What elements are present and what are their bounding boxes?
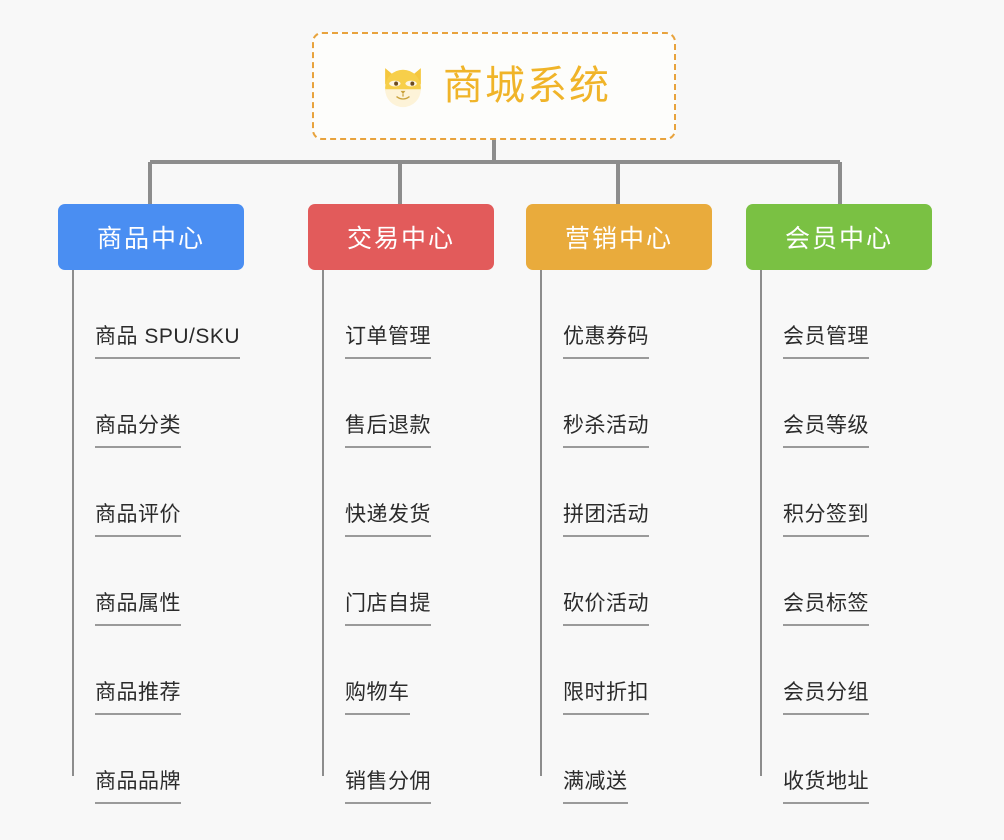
leaf-label: 售后退款 (345, 415, 431, 448)
leaf-list-1: 订单管理 售后退款 快递发货 门店自提 购物车 销售分佣 (308, 270, 494, 804)
leaf-item[interactable]: 会员等级 (761, 359, 932, 448)
branch-label: 营销中心 (564, 225, 673, 253)
root-title: 商城系统 (443, 64, 611, 108)
leaf-item[interactable]: 商品属性 (73, 537, 244, 626)
leaf-label: 商品推荐 (95, 682, 181, 715)
leaf-spine (760, 270, 762, 776)
leaf-item[interactable]: 会员分组 (761, 626, 932, 715)
leaf-label: 优惠券码 (563, 326, 649, 359)
leaf-label: 快递发货 (345, 504, 431, 537)
leaf-spine (322, 270, 324, 776)
leaf-label: 会员管理 (783, 326, 869, 359)
leaf-label: 购物车 (345, 682, 410, 715)
leaf-item[interactable]: 优惠券码 (541, 270, 712, 359)
leaf-label: 砍价活动 (563, 593, 649, 626)
leaf-item[interactable]: 快递发货 (323, 448, 494, 537)
leaf-item[interactable]: 商品品牌 (73, 715, 244, 804)
leaf-item[interactable]: 订单管理 (323, 270, 494, 359)
leaf-item[interactable]: 收货地址 (761, 715, 932, 804)
leaf-label: 商品 SPU/SKU (95, 326, 241, 359)
leaf-label: 限时折扣 (563, 682, 649, 715)
leaf-list-2: 优惠券码 秒杀活动 拼团活动 砍价活动 限时折扣 满减送 (526, 270, 712, 804)
leaf-item[interactable]: 购物车 (323, 626, 494, 715)
leaf-item[interactable]: 售后退款 (323, 359, 494, 448)
leaf-spine (72, 270, 74, 776)
leaf-item[interactable]: 拼团活动 (541, 448, 712, 537)
leaf-list-0: 商品 SPU/SKU 商品分类 商品评价 商品属性 商品推荐 商品品牌 (58, 270, 244, 804)
leaf-label: 拼团活动 (563, 504, 649, 537)
leaf-label: 收货地址 (783, 771, 869, 804)
leaf-item[interactable]: 砍价活动 (541, 537, 712, 626)
leaf-label: 会员分组 (783, 682, 869, 715)
branch-label: 商品中心 (96, 225, 205, 253)
branch-label: 会员中心 (784, 225, 893, 253)
leaf-label: 商品属性 (95, 593, 181, 626)
leaf-label: 会员等级 (783, 415, 869, 448)
leaf-item[interactable]: 会员标签 (761, 537, 932, 626)
branch-column-0: 商品中心 商品 SPU/SKU 商品分类 商品评价 商品属性 商品推荐 商品品牌 (58, 204, 244, 804)
leaf-item[interactable]: 门店自提 (323, 537, 494, 626)
branch-header-0[interactable]: 商品中心 (58, 204, 244, 270)
leaf-item[interactable]: 销售分佣 (323, 715, 494, 804)
leaf-item[interactable]: 限时折扣 (541, 626, 712, 715)
leaf-list-3: 会员管理 会员等级 积分签到 会员标签 会员分组 收货地址 (746, 270, 932, 804)
leaf-item[interactable]: 秒杀活动 (541, 359, 712, 448)
branch-header-1[interactable]: 交易中心 (308, 204, 494, 270)
leaf-spine (540, 270, 542, 776)
leaf-label: 积分签到 (783, 504, 869, 537)
branch-header-2[interactable]: 营销中心 (526, 204, 712, 270)
branch-header-3[interactable]: 会员中心 (746, 204, 932, 270)
shiba-dog-icon (385, 68, 421, 108)
leaf-item[interactable]: 商品 SPU/SKU (73, 270, 244, 359)
leaf-item[interactable]: 商品分类 (73, 359, 244, 448)
root-node[interactable]: 商城系统 (312, 32, 676, 140)
branch-column-3: 会员中心 会员管理 会员等级 积分签到 会员标签 会员分组 收货地址 (746, 204, 932, 804)
leaf-item[interactable]: 会员管理 (761, 270, 932, 359)
leaf-label: 商品分类 (95, 415, 181, 448)
branch-column-2: 营销中心 优惠券码 秒杀活动 拼团活动 砍价活动 限时折扣 满减送 (526, 204, 712, 804)
leaf-label: 销售分佣 (345, 771, 431, 804)
leaf-item[interactable]: 积分签到 (761, 448, 932, 537)
leaf-label: 满减送 (563, 771, 628, 804)
leaf-label: 商品品牌 (95, 771, 181, 804)
leaf-label: 秒杀活动 (563, 415, 649, 448)
leaf-label: 商品评价 (95, 504, 181, 537)
branch-label: 交易中心 (346, 225, 455, 253)
leaf-item[interactable]: 商品推荐 (73, 626, 244, 715)
leaf-label: 订单管理 (345, 326, 431, 359)
leaf-label: 会员标签 (783, 593, 869, 626)
leaf-label: 门店自提 (345, 593, 431, 626)
leaf-item[interactable]: 满减送 (541, 715, 712, 804)
leaf-item[interactable]: 商品评价 (73, 448, 244, 537)
branch-column-1: 交易中心 订单管理 售后退款 快递发货 门店自提 购物车 销售分佣 (308, 204, 494, 804)
